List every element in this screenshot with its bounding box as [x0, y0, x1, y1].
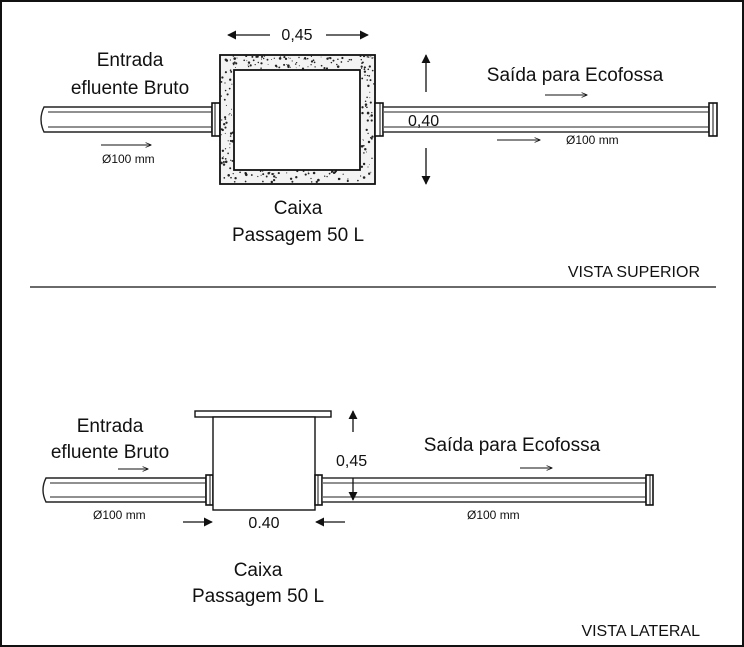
side-view: Entrada efluente Bruto Ø100 mm	[42, 410, 700, 640]
side-outlet-diameter: Ø100 mm	[467, 508, 520, 522]
side-outlet-pipe	[314, 474, 654, 506]
top-inlet-pipe	[40, 102, 221, 137]
top-box	[219, 54, 376, 185]
side-height-dimension: 0,45	[336, 453, 367, 470]
side-box-lid	[194, 410, 332, 418]
side-inlet-diameter: Ø100 mm	[93, 508, 146, 522]
side-box	[194, 410, 332, 511]
top-box-label-line1: Caixa	[274, 198, 323, 219]
side-view-title: VISTA LATERAL	[581, 623, 700, 640]
top-outlet-label: Saída para Ecofossa	[487, 65, 664, 86]
top-view: Entrada efluente Bruto Ø100 mm 0,45 0,40…	[40, 27, 718, 281]
top-box-label-line2: Passagem 50 L	[232, 225, 364, 246]
top-inlet-label-line1: Entrada	[97, 50, 164, 71]
side-width-dimension: 0.40	[248, 515, 279, 532]
side-inlet-pipe	[42, 474, 214, 506]
top-height-dimension: 0,40	[408, 113, 439, 130]
side-inlet-label-line2: efluente Bruto	[51, 442, 169, 463]
side-outlet-label: Saída para Ecofossa	[424, 435, 601, 456]
side-box-label-line2: Passagem 50 L	[192, 586, 324, 607]
top-view-title: VISTA SUPERIOR	[568, 264, 700, 281]
top-inlet-diameter: Ø100 mm	[102, 152, 155, 166]
side-box-label-line1: Caixa	[234, 560, 283, 581]
top-outlet-pipe	[374, 102, 718, 137]
top-width-dimension: 0,45	[281, 27, 312, 44]
top-inlet-label-line2: efluente Bruto	[71, 78, 189, 99]
top-outlet-diameter: Ø100 mm	[566, 133, 619, 147]
side-inlet-label-line1: Entrada	[77, 416, 144, 437]
